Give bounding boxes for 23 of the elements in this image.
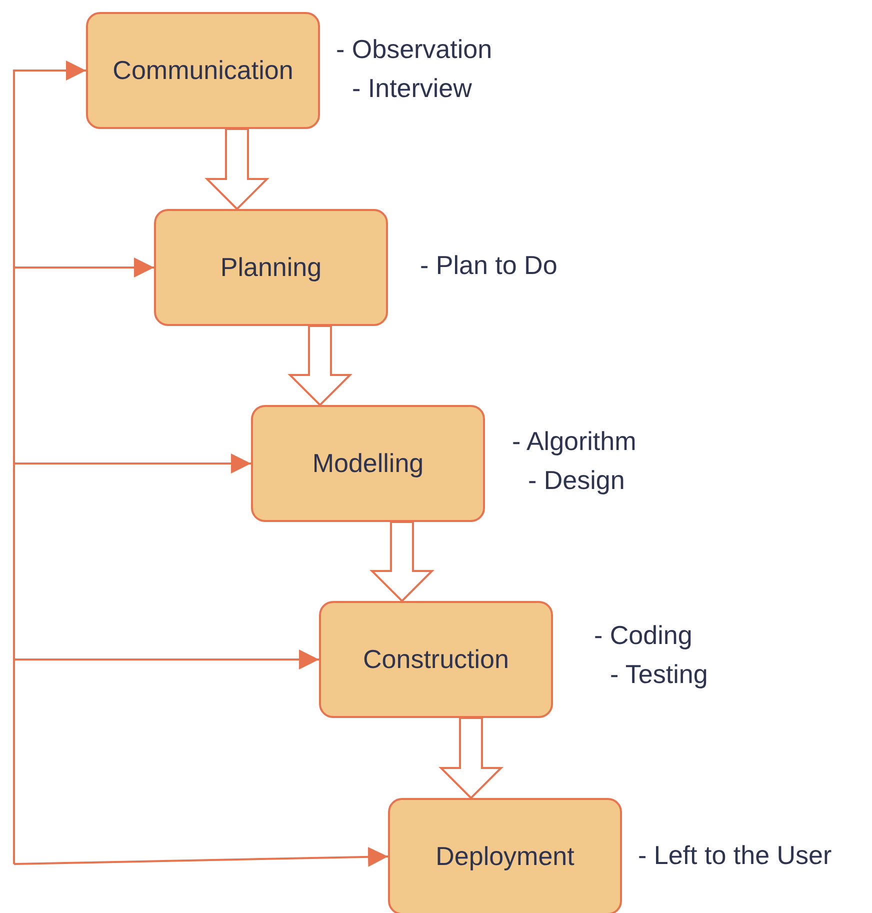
arrow (14, 846, 388, 867)
annotation-text: - Observation (336, 33, 492, 66)
process-box (86, 12, 320, 129)
annotation-text: - Plan to Do (420, 249, 558, 282)
block-arrow (288, 325, 352, 406)
block-arrow (438, 717, 504, 800)
step-label: Modelling (312, 448, 424, 479)
annotation-text: - Coding (594, 619, 692, 652)
annotation-text: - Algorithm (512, 425, 636, 458)
block-arrow (204, 128, 270, 210)
step-label: Planning (220, 252, 322, 283)
step-label: Communication (112, 55, 294, 86)
annotation-text: - Interview (352, 72, 472, 105)
annotation-text: - Design (528, 464, 625, 497)
process-box (251, 405, 485, 522)
annotation-text: - Testing (610, 658, 708, 691)
step-label: Construction (363, 644, 509, 675)
process-box (319, 601, 553, 718)
process-box (154, 209, 388, 326)
step-label: Deployment (436, 841, 574, 872)
process-box (388, 798, 622, 913)
annotation-text: - Left to the User (638, 839, 832, 872)
block-arrow (370, 521, 434, 602)
